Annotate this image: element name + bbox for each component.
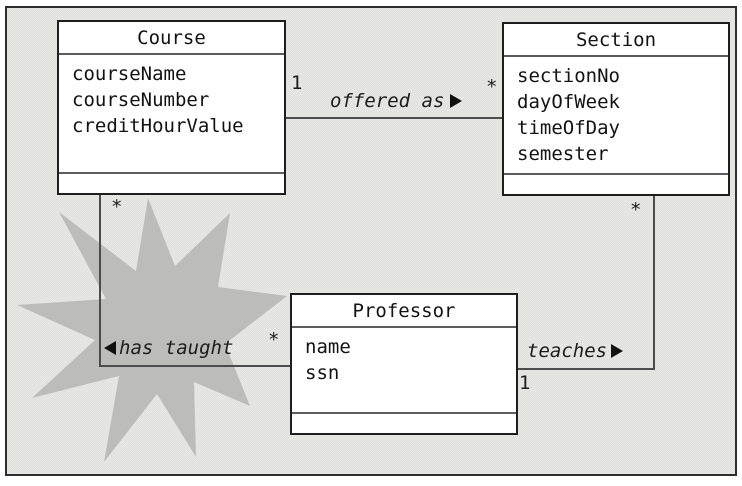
class-course-operations-empty [59, 174, 284, 193]
attribute: courseName [72, 63, 187, 85]
multiplicity-section-offered-as: * [486, 76, 498, 98]
attribute: courseNumber [72, 89, 210, 111]
left-arrow-icon [104, 341, 116, 355]
association-teaches-line-horizontal [518, 368, 655, 370]
association-label-teaches: teaches [527, 340, 624, 362]
attribute: semester [517, 143, 609, 165]
attribute: sectionNo [517, 65, 620, 87]
attribute: creditHourValue [72, 115, 244, 137]
attribute: ssn [305, 362, 340, 384]
class-course: Course courseName courseNumber creditHou… [57, 20, 286, 195]
attribute: dayOfWeek [517, 91, 620, 113]
association-offered-as-line [286, 117, 502, 119]
class-professor: Professor name ssn [290, 293, 518, 435]
multiplicity-professor-has-taught: * [268, 329, 280, 351]
class-course-attributes: courseName courseNumber creditHourValue [59, 55, 284, 174]
multiplicity-course-offered-as: 1 [291, 72, 303, 94]
class-section-attributes: sectionNo dayOfWeek timeOfDay semester [504, 57, 728, 175]
multiplicity-section-teaches: * [630, 199, 642, 221]
class-section-title: Section [504, 24, 728, 57]
right-arrow-icon [611, 344, 624, 358]
class-professor-title: Professor [292, 295, 516, 328]
class-section: Section sectionNo dayOfWeek timeOfDay se… [502, 22, 730, 196]
class-professor-attributes: name ssn [292, 328, 516, 414]
multiplicity-professor-teaches: 1 [519, 372, 531, 394]
association-label-text: teaches [527, 340, 608, 362]
multiplicity-course-has-taught: * [111, 196, 123, 218]
attribute: timeOfDay [517, 117, 620, 139]
association-teaches-line-vertical [653, 196, 655, 370]
association-has-taught-line-horizontal [99, 365, 290, 367]
association-label-text: offered as [330, 90, 445, 112]
association-has-taught-line-vertical [99, 195, 101, 367]
association-label-has-taught: has taught [104, 337, 233, 359]
attribute: name [305, 336, 351, 358]
class-section-operations-empty [504, 175, 728, 194]
class-professor-operations-empty [292, 414, 516, 433]
association-label-offered-as: offered as [330, 90, 463, 112]
class-course-title: Course [59, 22, 284, 55]
right-arrow-icon [450, 94, 463, 108]
association-label-text: has taught [119, 337, 234, 359]
